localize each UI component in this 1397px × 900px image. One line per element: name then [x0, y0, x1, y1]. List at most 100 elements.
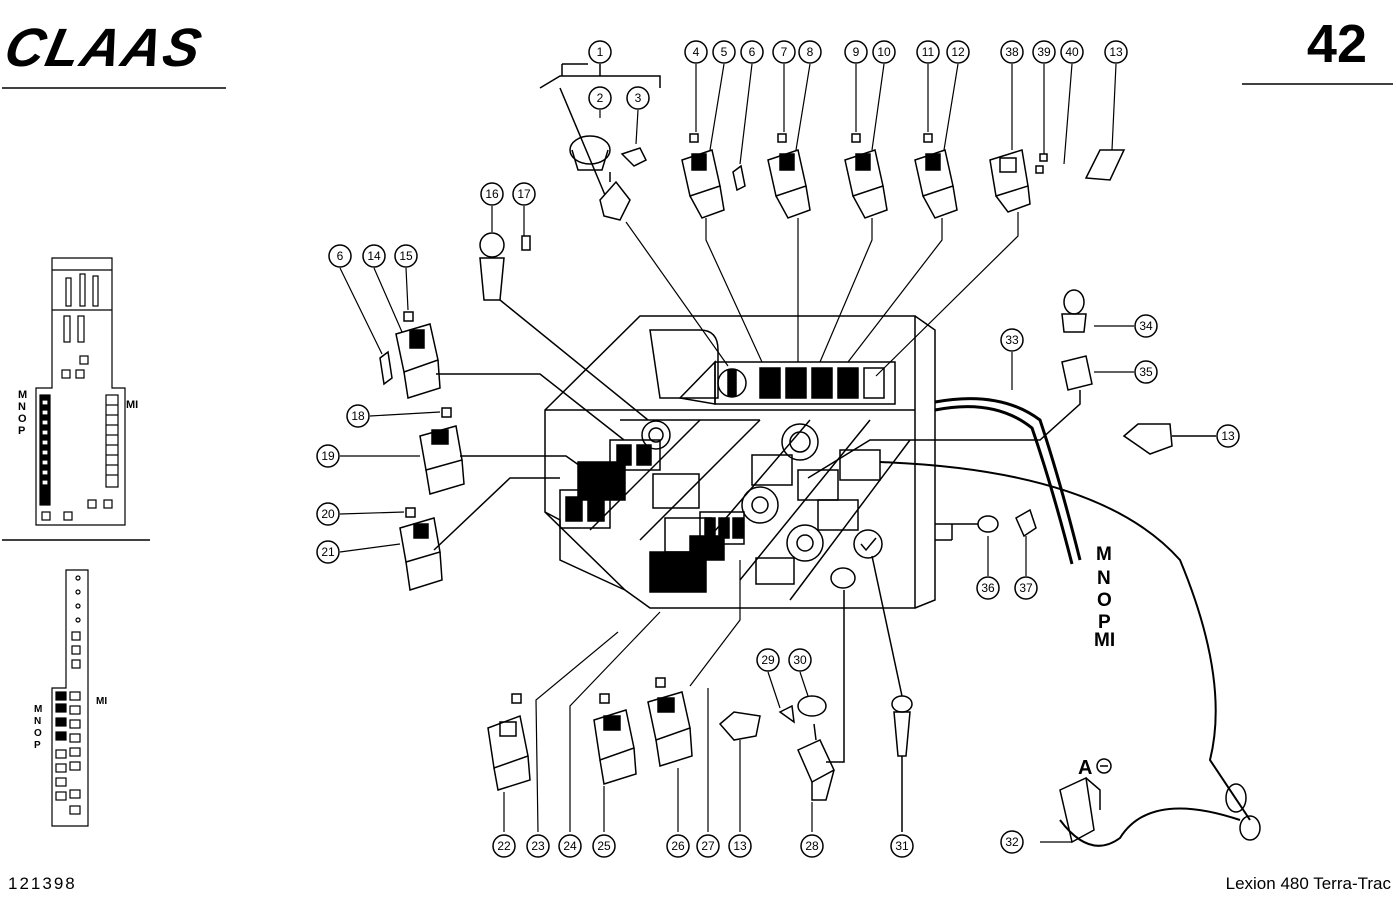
callout-circle	[696, 834, 720, 858]
callout-circle	[316, 444, 340, 468]
part-38-switch	[989, 149, 1031, 213]
callout-number: 28	[805, 839, 819, 853]
callout-circle	[740, 40, 764, 64]
callout-14: 14	[362, 244, 386, 268]
callout-13: 13	[1216, 424, 1240, 448]
thumb-letter-o2: O	[34, 728, 42, 739]
callout-circle	[872, 40, 896, 64]
callout-18: 18	[346, 404, 370, 428]
callout-circle	[592, 834, 616, 858]
callout-number: 1	[597, 45, 604, 59]
callout-number: 31	[895, 839, 909, 853]
callout-circle	[800, 834, 824, 858]
harness-letter-p: P	[1098, 612, 1111, 633]
callout-circle	[728, 834, 752, 858]
callout-29: 29	[756, 648, 780, 672]
callout-24: 24	[558, 834, 582, 858]
callout-2: 2	[588, 86, 612, 110]
callout-number: 34	[1139, 319, 1153, 333]
callout-6: 6	[740, 40, 764, 64]
callout-4: 4	[684, 40, 708, 64]
part-13-cover-bottom	[718, 711, 761, 741]
part-3-key	[620, 147, 648, 167]
part-16-indicator-lamp	[479, 232, 649, 421]
callout-number: 5	[721, 45, 728, 59]
callout-number: 36	[981, 581, 995, 595]
callout-37: 37	[1014, 576, 1038, 600]
callout-26: 26	[666, 834, 690, 858]
harness-letter-n: N	[1097, 568, 1111, 589]
callout-circle	[316, 540, 340, 564]
callout-3: 3	[626, 86, 650, 110]
callout-circle	[1104, 40, 1128, 64]
part-13-cover-right	[1122, 423, 1216, 455]
callout-number: 6	[337, 249, 344, 263]
thumb-label-mi-bottom: MI	[96, 696, 107, 707]
callout-35: 35	[1134, 360, 1158, 384]
callout-34: 34	[1134, 314, 1158, 338]
callout-number: 9	[853, 45, 860, 59]
part-21-switch	[399, 477, 560, 591]
callout-31: 31	[890, 834, 914, 858]
part-10-rocker-switch	[844, 149, 888, 219]
callout-circle	[328, 244, 352, 268]
callout-38: 38	[1000, 40, 1024, 64]
callout-1: 1	[588, 40, 612, 64]
console-left-switch-block	[559, 420, 671, 529]
harness-letter-group: M N O P MI	[1094, 544, 1115, 651]
thumb-letter-n: N	[18, 401, 26, 413]
callout-circle	[626, 86, 650, 110]
callout-number: 12	[951, 45, 965, 59]
part-25-switch	[593, 709, 637, 785]
detail-marker-letter: A	[1078, 757, 1092, 779]
callout-number: 35	[1139, 365, 1153, 379]
thumb-label-mi-top: MI	[126, 399, 138, 411]
location-thumbnail-bottom	[51, 569, 89, 827]
harness-letter-m: M	[1096, 544, 1112, 565]
callout-number: 21	[321, 545, 335, 559]
callout-circle	[1032, 40, 1056, 64]
callout-number: 13	[733, 839, 747, 853]
callout-number: 6	[749, 45, 756, 59]
part-28-potentiometer	[797, 567, 856, 801]
callout-number: 25	[597, 839, 611, 853]
callout-36: 36	[976, 576, 1000, 600]
callout-leaders-top	[339, 63, 1134, 709]
location-thumbnail-top	[35, 257, 126, 526]
document-number: 121398	[8, 874, 77, 893]
callout-circle	[492, 834, 516, 858]
part-8-rocker-switch	[767, 149, 811, 219]
callout-15: 15	[394, 244, 418, 268]
callout-number: 16	[485, 187, 499, 201]
callout-number: 11	[922, 45, 935, 59]
callout-number: 32	[1005, 835, 1019, 849]
thumb-letter-n2: N	[34, 716, 41, 727]
callout-13: 13	[1104, 40, 1128, 64]
callout-circle	[558, 834, 582, 858]
callout-circle	[1000, 40, 1024, 64]
callout-circle	[946, 40, 970, 64]
callout-circle	[362, 244, 386, 268]
callout-number: 33	[1005, 333, 1019, 347]
leader-lines-top	[625, 212, 1019, 377]
small-lens-bottom	[511, 677, 666, 704]
callout-circle	[394, 244, 418, 268]
callout-8: 8	[798, 40, 822, 64]
callout-circle	[712, 40, 736, 64]
callout-28: 28	[800, 834, 824, 858]
part-26-switch	[647, 691, 693, 767]
callout-10: 10	[872, 40, 896, 64]
callout-number: 10	[877, 45, 891, 59]
thumbnail-letter-group: M N O P MI M N O P MI	[18, 389, 138, 751]
callout-circle	[346, 404, 370, 428]
callout-20: 20	[316, 502, 340, 526]
callout-23: 23	[526, 834, 550, 858]
harness-letter-o: O	[1097, 590, 1112, 611]
leader-lines-bottom	[503, 560, 1072, 843]
part-14-switch	[395, 323, 625, 441]
callout-number: 26	[671, 839, 685, 853]
callout-circle	[976, 576, 1000, 600]
part-6-bulb-left	[379, 350, 393, 386]
